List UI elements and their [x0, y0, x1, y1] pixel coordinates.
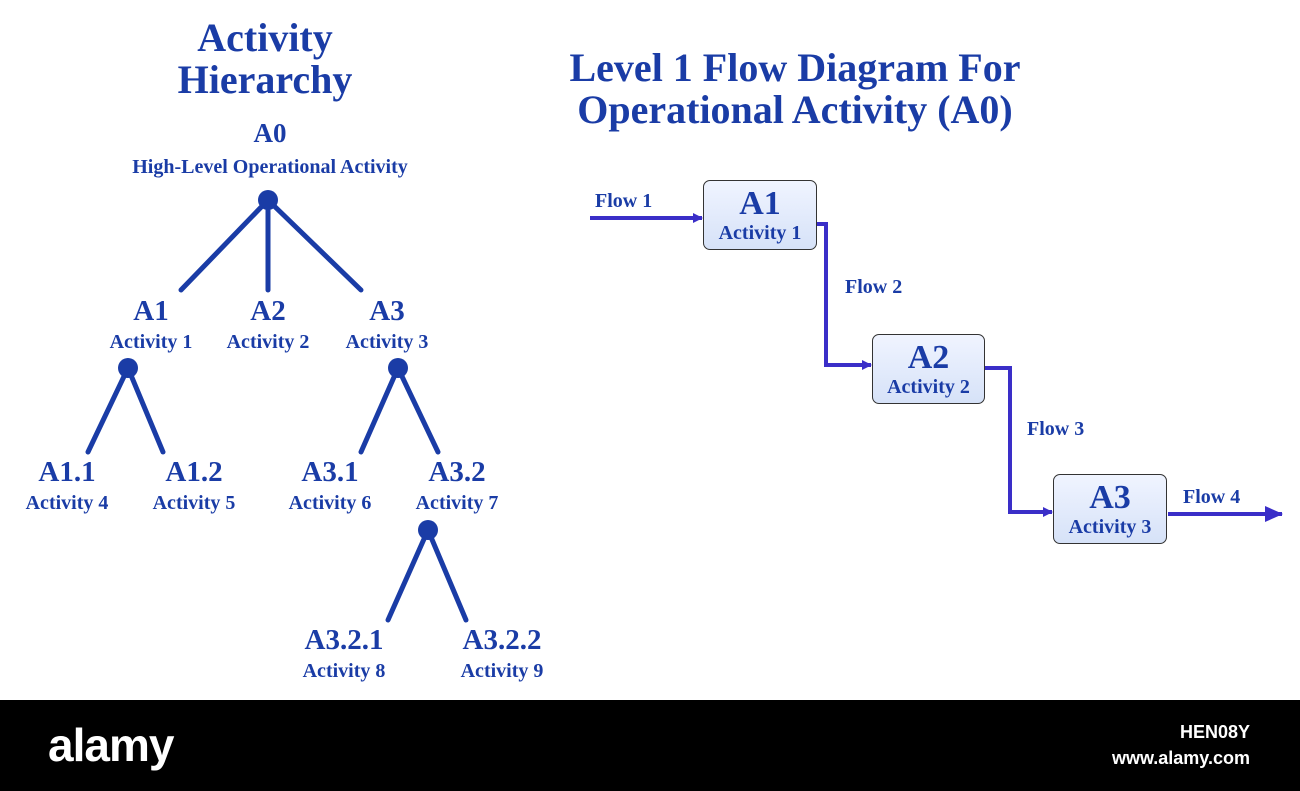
node-a3-1: A3.1 Activity 6	[288, 456, 372, 514]
node-a3-2-name: Activity 7	[415, 492, 499, 514]
junction-dot-a1	[118, 358, 138, 378]
node-a3-2-code: A3.2	[428, 456, 486, 488]
hierarchy-title-line2: Hierarchy	[177, 57, 353, 102]
node-a1-1: A1.1 Activity 4	[25, 456, 109, 514]
node-a3-2: A3.2 Activity 7	[415, 456, 499, 514]
junction-dot-a32	[418, 520, 438, 540]
node-a3-code: A3	[369, 295, 405, 327]
junction-dot-a3	[388, 358, 408, 378]
node-a1-2-code: A1.2	[165, 456, 223, 488]
node-a1-name: Activity 1	[109, 331, 193, 353]
watermark-footer: alamy HEN08Y www.alamy.com	[0, 700, 1300, 791]
edge-a0-a1	[178, 197, 271, 293]
diagram-canvas: Activity Hierarchy A0 High-Level Operati…	[25, 17, 1283, 682]
flow-box-a1-code: A1	[739, 185, 781, 222]
node-a0-code: A0	[253, 118, 287, 148]
flow-label-4: Flow 4	[1183, 486, 1241, 508]
flow-diagram-title: Level 1 Flow Diagram For Operational Act…	[570, 47, 1021, 131]
flow-arrow-2	[817, 222, 872, 370]
flow-box-a2: A2 Activity 2	[872, 334, 985, 404]
flow-label-1: Flow 1	[595, 190, 653, 212]
node-a3-2-1-code: A3.2.1	[304, 624, 384, 656]
edge-a0-a3	[265, 197, 364, 293]
flow-box-a3: A3 Activity 3	[1053, 474, 1167, 544]
node-a1-1-code: A1.1	[38, 456, 96, 488]
node-a0-name: High-Level Operational Activity	[132, 156, 408, 178]
node-a3-1-name: Activity 6	[288, 492, 372, 514]
edge-a1-a12	[125, 365, 166, 455]
flow-label-2: Flow 2	[845, 276, 903, 298]
diagram-connectors	[85, 190, 1283, 623]
hierarchy-title-line1: Activity	[197, 15, 333, 60]
flow-box-a2-code: A2	[907, 339, 950, 376]
node-a3: A3 Activity 3	[345, 295, 429, 353]
flow-box-a3-name: Activity 3	[1068, 516, 1152, 538]
flow-diagram-title-line2: Operational Activity (A0)	[577, 87, 1013, 132]
edge-a3-a31	[358, 365, 401, 455]
flow-box-a3-code: A3	[1089, 479, 1131, 516]
node-a1-2: A1.2 Activity 5	[152, 456, 236, 514]
node-a3-2-1-name: Activity 8	[302, 660, 386, 682]
node-a3-name: Activity 3	[345, 331, 429, 353]
node-a0: A0 High-Level Operational Activity	[132, 118, 408, 178]
node-a1-2-name: Activity 5	[152, 492, 236, 514]
node-a2: A2 Activity 2	[226, 295, 310, 353]
node-a2-name: Activity 2	[226, 331, 310, 353]
node-a3-1-code: A3.1	[301, 456, 359, 488]
edge-a1-a11	[85, 365, 131, 455]
node-a1: A1 Activity 1	[109, 295, 193, 353]
flow-box-a2-name: Activity 2	[887, 376, 970, 398]
node-a3-2-2-code: A3.2.2	[462, 624, 542, 656]
site-url: www.alamy.com	[1111, 748, 1250, 768]
flow-label-3: Flow 3	[1027, 418, 1085, 440]
flow-arrow-3	[985, 366, 1053, 517]
image-id: HEN08Y	[1179, 722, 1250, 742]
node-a3-2-1: A3.2.1 Activity 8	[302, 624, 386, 682]
edge-a32-a321	[385, 527, 431, 623]
edge-a3-a32	[395, 365, 441, 455]
edge-a32-a322	[425, 527, 469, 623]
node-a1-1-name: Activity 4	[25, 492, 109, 514]
junction-dot-a0	[258, 190, 278, 210]
flow-box-a1-name: Activity 1	[718, 222, 802, 244]
hierarchy-title: Activity Hierarchy	[178, 17, 353, 101]
alamy-logo: alamy	[48, 719, 174, 771]
node-a3-2-2: A3.2.2 Activity 9	[460, 624, 544, 682]
flow-box-a1: A1 Activity 1	[703, 180, 817, 250]
node-a3-2-2-name: Activity 9	[460, 660, 544, 682]
node-a1-code: A1	[133, 295, 169, 327]
flow-diagram-title-line1: Level 1 Flow Diagram For	[569, 45, 1021, 90]
node-a2-code: A2	[250, 295, 286, 327]
